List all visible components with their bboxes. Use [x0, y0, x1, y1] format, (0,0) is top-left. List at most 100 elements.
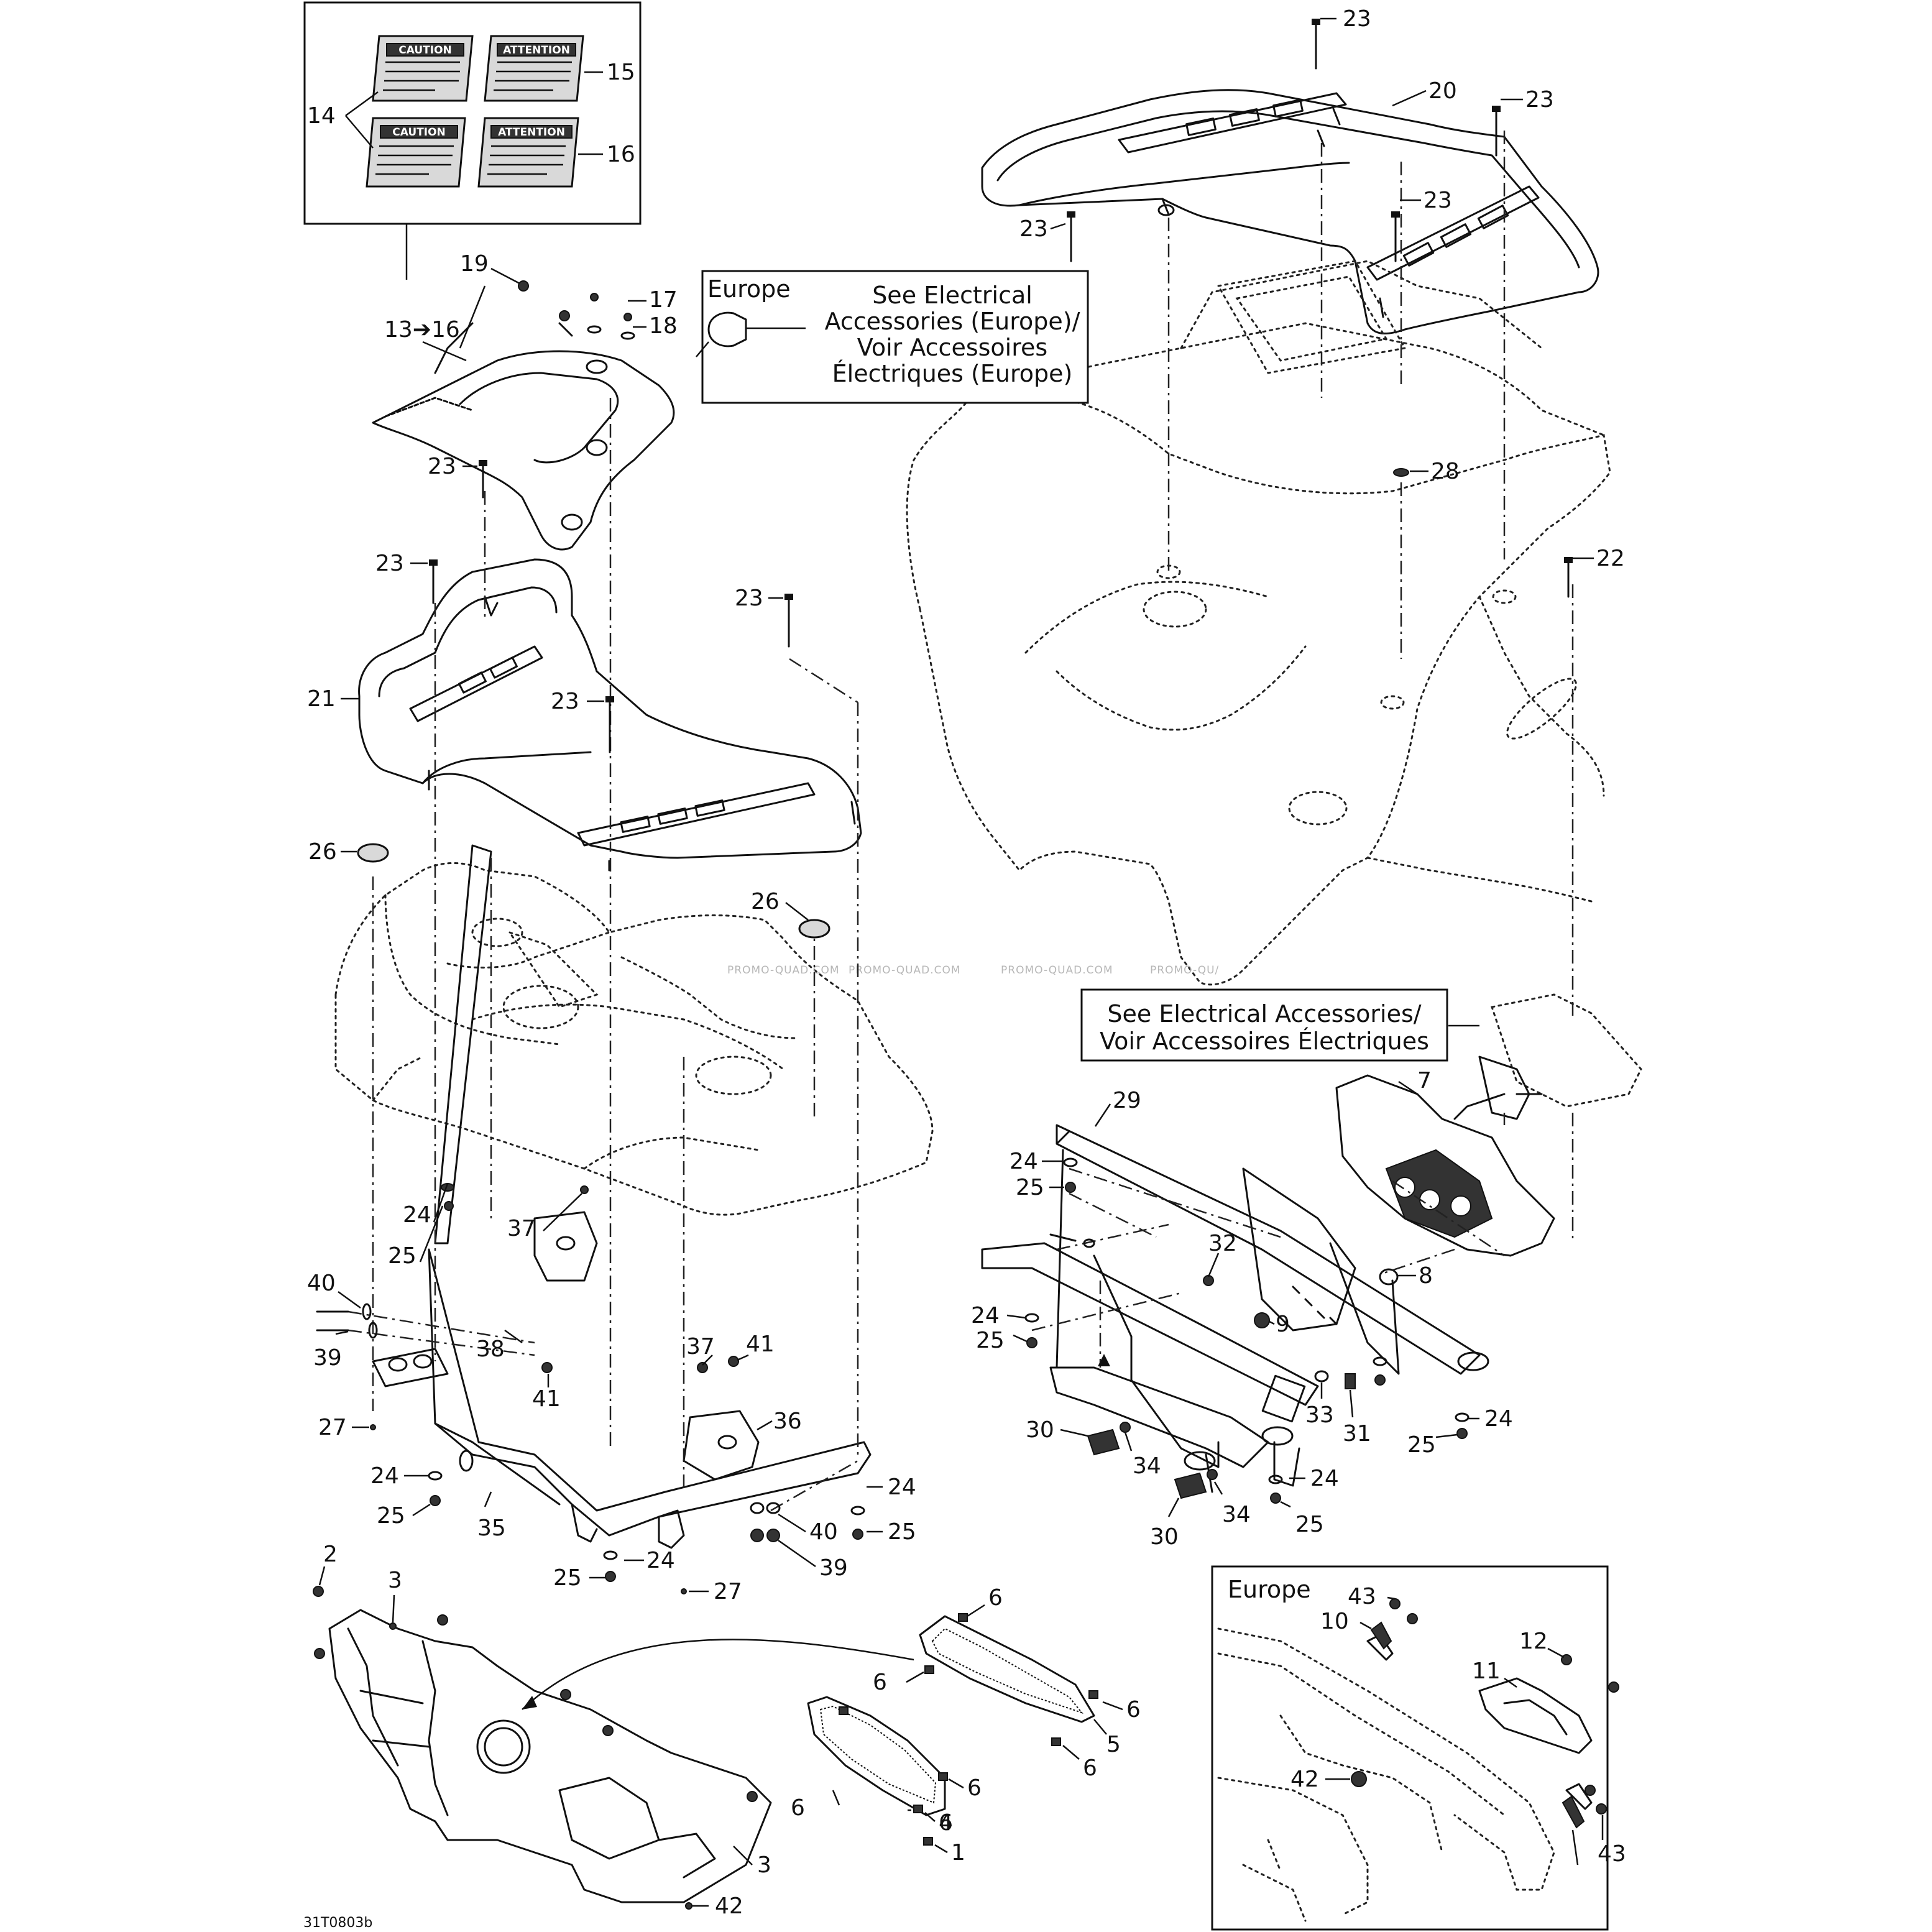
europe-inset-label: Europe — [1228, 1576, 1311, 1603]
part-number: 23 — [1019, 216, 1048, 242]
part-number: 20 — [1428, 78, 1457, 104]
attention-label-2: ATTENTION — [498, 126, 565, 139]
screw-17-b — [623, 313, 632, 321]
caution-label-2: CAUTION — [392, 126, 446, 139]
caution-label: CAUTION — [398, 44, 452, 57]
rear-rack — [981, 89, 1599, 335]
part-number: 30 — [1026, 1417, 1054, 1443]
attention-decal-1: ATTENTION — [484, 35, 584, 102]
see-elec-europe-line-3: Voir Accessoires — [857, 334, 1047, 361]
europe-inset: Europe — [1211, 1565, 1609, 1931]
part-number: 27 — [318, 1415, 347, 1440]
part-number: 22 — [1596, 546, 1625, 571]
see-elec-callout: See Electrical Accessories/ Voir Accesso… — [1080, 988, 1479, 1062]
part-number: 16 — [607, 142, 635, 167]
part-number: 34 — [1222, 1502, 1251, 1527]
part-number: 41 — [746, 1332, 775, 1357]
part-number: 38 — [476, 1336, 505, 1362]
part-number: 43 — [1598, 1841, 1626, 1867]
decal-inset: CAUTION ATTENTION CAUTION — [303, 1, 642, 280]
part-number: 6 — [939, 1810, 953, 1836]
part-number: 26 — [751, 889, 780, 914]
part-number: 6 — [791, 1795, 805, 1821]
part-number: 24 — [646, 1548, 675, 1573]
part-number: 10 — [1320, 1609, 1349, 1634]
part-number: 30 — [1150, 1524, 1179, 1550]
ref-13-16: 13➔16 — [384, 317, 460, 343]
part-number: 23 — [735, 586, 763, 611]
part-number: 12 — [1519, 1629, 1548, 1654]
grommet-26-b — [798, 919, 830, 939]
part-number: 27 — [714, 1579, 742, 1604]
grille-insert-4 — [807, 1696, 946, 1816]
washer-28 — [1393, 468, 1409, 477]
part-number: 8 — [1419, 1263, 1433, 1289]
part-number: 28 — [1431, 459, 1460, 484]
front-fender: PROMO-QUAD.COM PROMO-QUAD.COM PROMO-QUAD… — [334, 862, 1219, 1216]
see-elec-europe-callout: Europe See Electrical Accessories (Europ… — [696, 270, 1089, 404]
part-number: 42 — [1290, 1767, 1319, 1792]
part-number: 14 — [307, 103, 336, 129]
part-number: 24 — [370, 1463, 399, 1489]
attention-decal-2: ATTENTION — [477, 117, 579, 188]
part-number: 25 — [377, 1503, 405, 1529]
watermark-1: PROMO-QUAD.COM — [727, 964, 840, 977]
bolt-23-g — [605, 696, 614, 753]
part-number: 26 — [308, 839, 337, 865]
washer-18 — [587, 325, 602, 334]
part-number: 21 — [307, 686, 336, 712]
grommet-26-a — [357, 843, 389, 863]
part-number: 15 — [607, 60, 635, 85]
part-number: 40 — [307, 1271, 336, 1296]
part-number: 24 — [1310, 1466, 1339, 1491]
part-labels: 23 20 23 23 23 28 22 14 15 16 19 17 18 1… — [303, 6, 1626, 1931]
part-number: 32 — [1208, 1231, 1237, 1256]
part-number: 25 — [976, 1328, 1005, 1353]
grille-insert-5 — [919, 1615, 1095, 1723]
europe-label: Europe — [707, 275, 791, 303]
see-elec-europe-line-1: See Electrical — [872, 282, 1033, 309]
part-number: 1 — [951, 1840, 965, 1865]
watermark-4: PROMO-QU/ — [1150, 964, 1219, 977]
part-number: 3 — [757, 1852, 771, 1878]
screw-17 — [590, 293, 599, 301]
part-number: 25 — [553, 1565, 582, 1591]
part-number: 23 — [428, 454, 456, 479]
part-number: 37 — [507, 1216, 536, 1241]
bolt-23-b — [1391, 211, 1400, 262]
part-number: 24 — [971, 1303, 1000, 1328]
front-grille — [328, 1609, 772, 1903]
part-number: 18 — [649, 313, 678, 339]
part-number: 19 — [460, 251, 489, 277]
bolt-23-c — [1067, 211, 1075, 262]
bolt-23-e — [429, 559, 438, 604]
part-number: 4 — [939, 1810, 953, 1836]
see-elec-line-1: See Electrical Accessories/ — [1107, 1000, 1421, 1028]
part-number: 5 — [1106, 1732, 1121, 1757]
part-number: 6 — [1083, 1755, 1097, 1781]
part-number: 6 — [873, 1670, 887, 1695]
part-number: 11 — [1472, 1658, 1501, 1684]
drawing-number: 31T0803b — [303, 1915, 372, 1931]
see-elec-line-2: Voir Accessoires Électriques — [1100, 1028, 1429, 1055]
part-number: 37 — [686, 1334, 715, 1359]
alignment-lines — [347, 131, 1574, 1710]
caution-decal-1: CAUTION — [372, 35, 474, 102]
part-number: 24 — [1010, 1149, 1038, 1174]
attention-label: ATTENTION — [503, 44, 570, 57]
part-number: 3 — [388, 1568, 402, 1593]
part-number: 40 — [809, 1519, 838, 1545]
part-number: 25 — [1407, 1432, 1436, 1458]
part-number: 24 — [403, 1202, 431, 1228]
part-number: 6 — [967, 1775, 982, 1801]
hardware — [313, 19, 1619, 1910]
washer-18-b — [620, 331, 635, 340]
part-number: 6 — [1126, 1697, 1141, 1723]
bolt-23-top — [1312, 19, 1320, 70]
part-number: 39 — [313, 1345, 342, 1371]
caution-decal-2: CAUTION — [366, 117, 466, 188]
part-number: 43 — [1348, 1584, 1376, 1609]
part-number: 9 — [1276, 1312, 1290, 1337]
part-number: 23 — [375, 551, 404, 576]
